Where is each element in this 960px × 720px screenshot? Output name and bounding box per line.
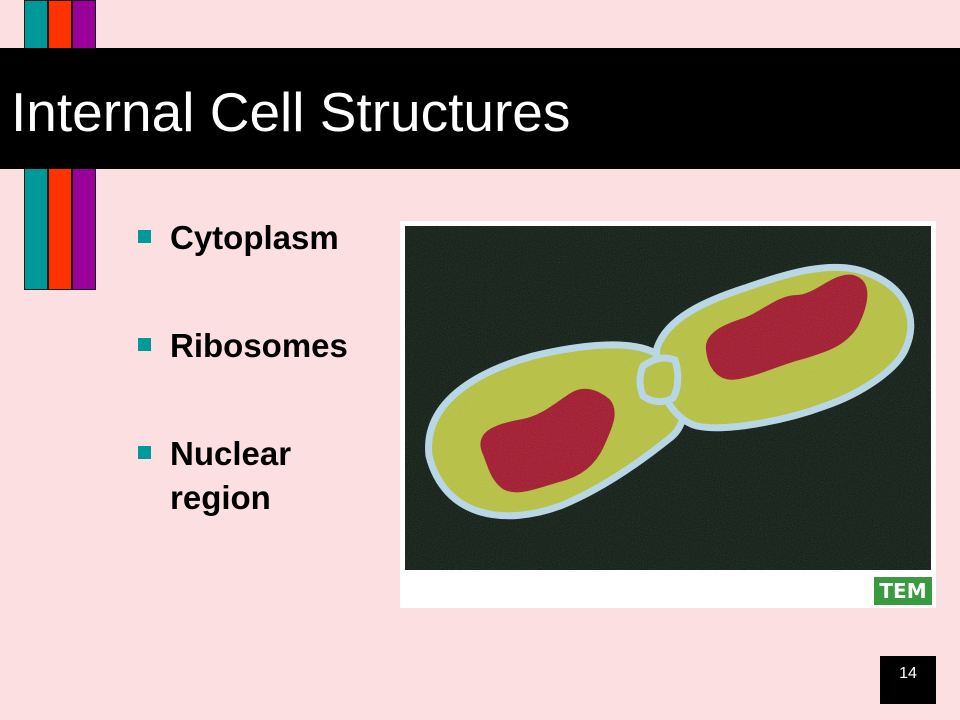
page-number-box: 14 <box>880 656 936 704</box>
page-number: 14 <box>899 665 917 682</box>
square-bullet-icon <box>138 446 151 459</box>
square-bullet-icon <box>138 230 151 243</box>
bullet-list: Cytoplasm Ribosomes Nuclear region <box>134 216 384 520</box>
slide-title: Internal Cell Structures <box>11 81 571 143</box>
bullet-label: Ribosomes <box>170 327 348 364</box>
square-bullet-icon <box>138 338 151 351</box>
title-bar <box>0 48 960 169</box>
bullet-item-ribosomes: Ribosomes <box>134 324 384 368</box>
bullet-label: Nuclear region <box>170 435 292 516</box>
dividing-bacterium-micrograph <box>405 226 931 570</box>
bullet-item-cytoplasm: Cytoplasm <box>134 216 384 260</box>
micrograph-frame: TEM <box>400 221 936 608</box>
bullet-item-nuclear-region: Nuclear region <box>134 432 384 520</box>
tem-label-badge: TEM <box>874 577 932 605</box>
bullet-label: Cytoplasm <box>170 219 339 256</box>
